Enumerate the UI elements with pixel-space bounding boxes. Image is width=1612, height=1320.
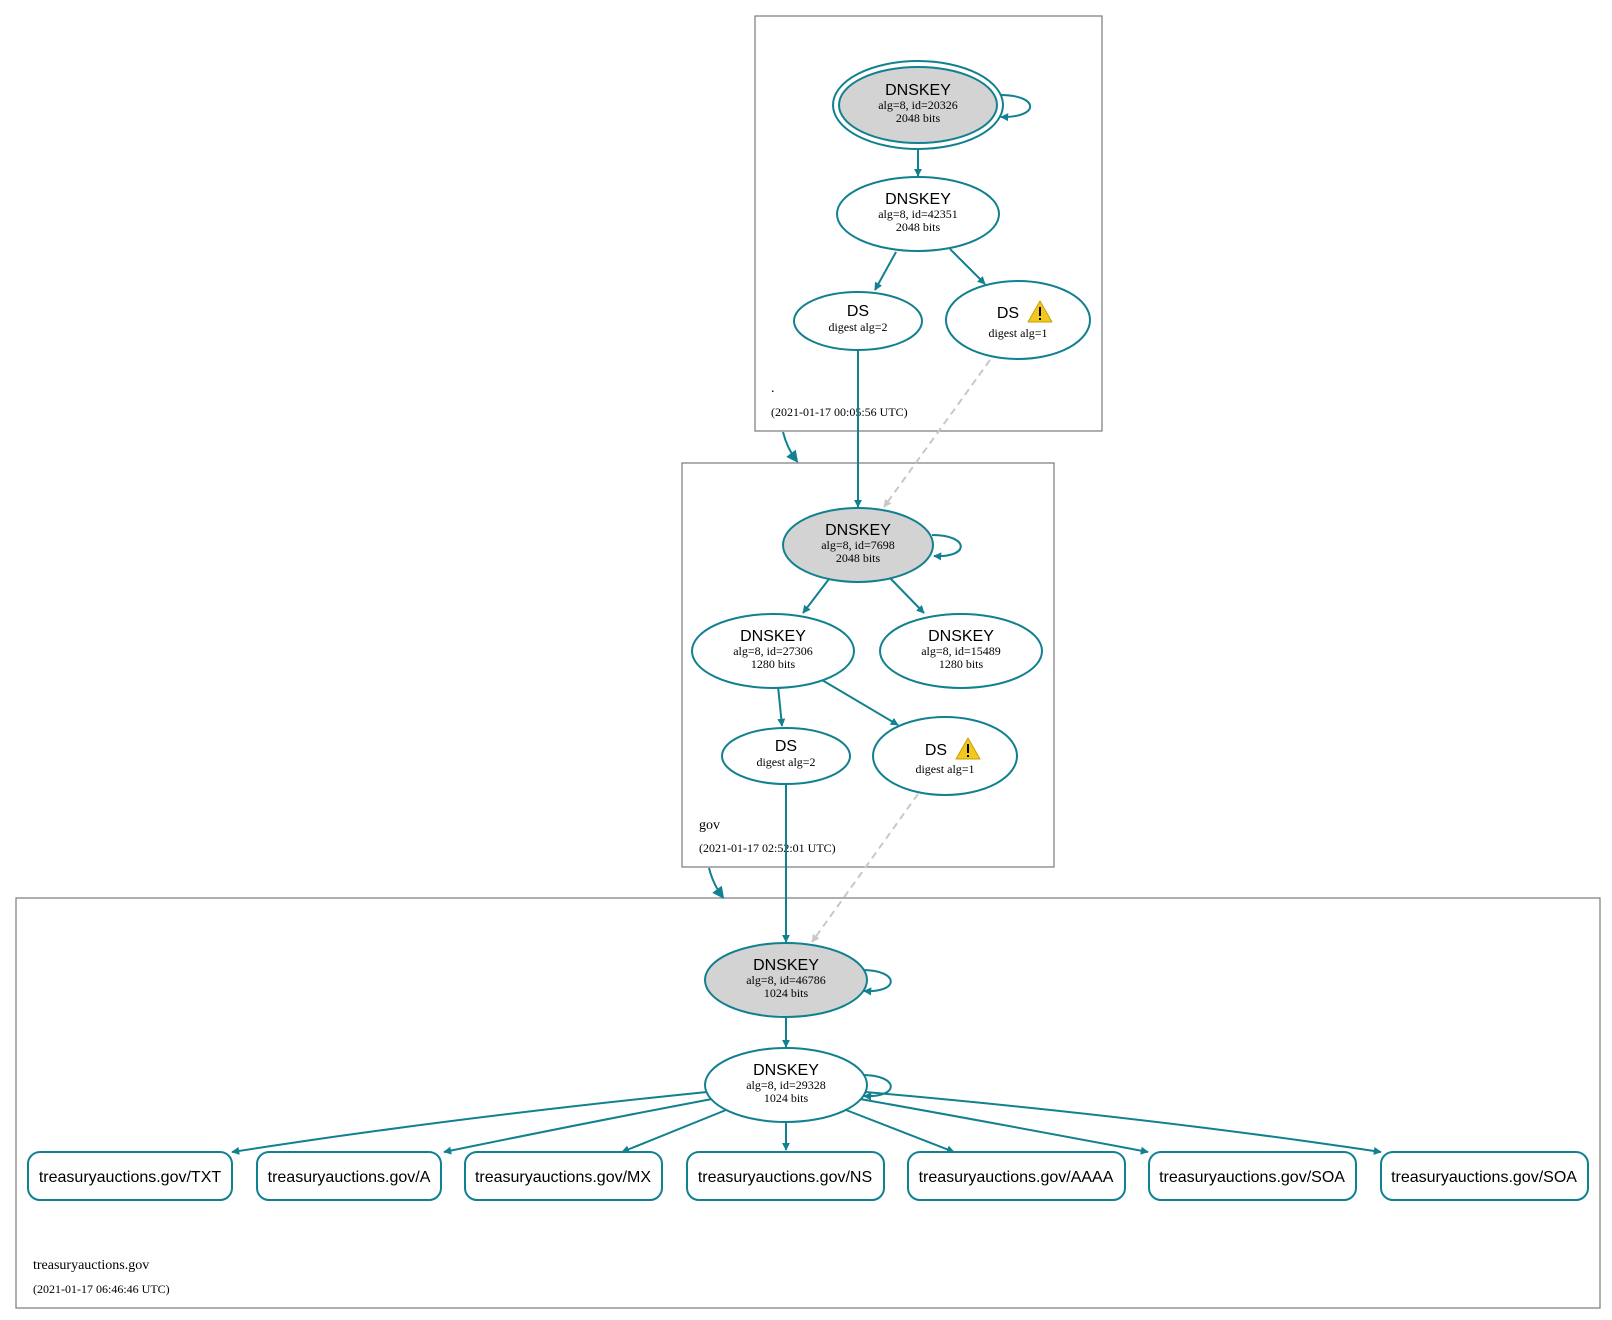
- dnskey-node-treasury-ksk[interactable]: DNSKEY alg=8, id=46786 1024 bits: [704, 942, 868, 1018]
- ds-node-gov-alg1[interactable]: DS digest alg=1: [872, 716, 1018, 796]
- node-key-id: alg=8, id=15489: [921, 644, 1001, 658]
- node-type-label: DNSKEY: [885, 82, 951, 99]
- rrset-node-ns[interactable]: treasuryauctions.gov/NS: [686, 1151, 885, 1201]
- node-key-size: 1024 bits: [764, 1091, 809, 1105]
- delegation-arrow-root-gov: [782, 431, 799, 463]
- node-type-label: DNSKEY: [825, 522, 891, 539]
- rrset-label: treasuryauctions.gov/SOA: [1159, 1169, 1345, 1186]
- ds-node-root-alg1[interactable]: DS digest alg=1: [945, 280, 1091, 360]
- edge-root-ksk-self: [999, 94, 1031, 122]
- node-type-label: DS: [847, 303, 869, 320]
- warning-icon: [1027, 300, 1053, 323]
- dnskey-node-root-zsk[interactable]: DNSKEY alg=8, id=42351 2048 bits: [836, 176, 1000, 252]
- node-type-label: DNSKEY: [740, 628, 806, 645]
- edge-root-zsk-ds2: [874, 251, 897, 291]
- node-key-size: 1280 bits: [751, 657, 796, 671]
- dnskey-node-gov-zsk-27306[interactable]: DNSKEY alg=8, id=27306 1280 bits: [691, 613, 855, 689]
- node-key-id: alg=8, id=20326: [878, 98, 958, 112]
- ds-node-gov-alg2[interactable]: DS digest alg=2: [721, 727, 851, 785]
- edge-tr-zsk-soa1: [859, 1098, 1149, 1155]
- rrset-label: treasuryauctions.gov/AAAA: [919, 1169, 1114, 1186]
- delegation-arrow-gov-treasury: [708, 867, 725, 899]
- zone-root-timestamp: (2021-01-17 00:05:56 UTC): [771, 405, 908, 419]
- node-type-label: DNSKEY: [928, 628, 994, 645]
- node-type-label: DS: [925, 742, 947, 759]
- dnskey-node-treasury-zsk[interactable]: DNSKEY alg=8, id=29328 1024 bits: [704, 1047, 868, 1123]
- node-key-size: 2048 bits: [896, 220, 941, 234]
- node-type-label: DNSKEY: [885, 191, 951, 208]
- rrset-node-txt[interactable]: treasuryauctions.gov/TXT: [27, 1151, 233, 1201]
- node-key-size: 2048 bits: [896, 111, 941, 125]
- node-digest-alg: digest alg=2: [828, 320, 887, 334]
- edge-tr-zsk-a: [443, 1098, 713, 1155]
- edge-gov-zsk1-ds2: [777, 685, 786, 727]
- rrset-node-soa-2[interactable]: treasuryauctions.gov/SOA: [1380, 1151, 1589, 1201]
- node-type-label: DNSKEY: [753, 957, 819, 974]
- rrset-label: treasuryauctions.gov/NS: [698, 1169, 872, 1186]
- edge-gov-ksk-zsk1: [802, 578, 830, 614]
- edge-tr-zsk-mx: [621, 1109, 727, 1154]
- zone-treasury-timestamp: (2021-01-17 06:46:46 UTC): [33, 1282, 170, 1296]
- rrset-label: treasuryauctions.gov/SOA: [1391, 1169, 1577, 1186]
- edge-tr-zsk-aaaa: [845, 1109, 955, 1154]
- edge-gov-ksk-zsk2: [889, 577, 925, 614]
- zone-gov-name: gov: [699, 818, 720, 833]
- node-key-id: alg=8, id=46786: [746, 973, 826, 987]
- node-key-size: 1280 bits: [939, 657, 984, 671]
- edge-gov-zsk1-ds1: [821, 679, 899, 726]
- rrset-node-soa-1[interactable]: treasuryauctions.gov/SOA: [1148, 1151, 1357, 1201]
- dnskey-node-gov-ksk[interactable]: DNSKEY alg=8, id=7698 2048 bits: [782, 507, 934, 583]
- node-key-id: alg=8, id=7698: [821, 538, 895, 552]
- dnskey-node-gov-zsk-15489[interactable]: DNSKEY alg=8, id=15489 1280 bits: [879, 613, 1043, 689]
- edge-tr-zsk-soa2: [864, 1091, 1382, 1155]
- rrset-node-a[interactable]: treasuryauctions.gov/A: [256, 1151, 442, 1201]
- dnskey-node-root-ksk[interactable]: DNSKEY alg=8, id=20326 2048 bits: [832, 60, 1004, 150]
- node-digest-alg: digest alg=1: [915, 762, 974, 776]
- rrset-node-mx[interactable]: treasuryauctions.gov/MX: [464, 1151, 663, 1201]
- rrset-label: treasuryauctions.gov/A: [268, 1169, 431, 1186]
- node-type-label: DS: [997, 305, 1019, 322]
- edge-tr-ksk-self: [861, 969, 892, 996]
- warning-icon: [955, 737, 981, 760]
- node-digest-alg: digest alg=1: [988, 326, 1047, 340]
- ds-node-root-alg2[interactable]: DS digest alg=2: [793, 291, 923, 351]
- edge-gov-ds1-tr-ksk: [811, 793, 919, 943]
- edge-tr-zsk-txt: [231, 1091, 708, 1155]
- zone-treasury-name: treasuryauctions.gov: [33, 1258, 149, 1273]
- edge-tr-zsk-self: [861, 1074, 892, 1101]
- node-digest-alg: digest alg=2: [756, 755, 815, 769]
- node-key-id: alg=8, id=27306: [733, 644, 813, 658]
- edge-root-ds1-gov-ksk: [883, 359, 991, 508]
- node-type-label: DS: [775, 738, 797, 755]
- rrset-label: treasuryauctions.gov/MX: [475, 1169, 651, 1186]
- rrset-label: treasuryauctions.gov/TXT: [39, 1169, 222, 1186]
- zone-root-name: .: [771, 381, 775, 396]
- node-key-size: 2048 bits: [836, 551, 881, 565]
- node-key-id: alg=8, id=29328: [746, 1078, 826, 1092]
- node-key-id: alg=8, id=42351: [878, 207, 958, 221]
- edge-root-zsk-ds1: [949, 248, 986, 285]
- node-type-label: DNSKEY: [753, 1062, 819, 1079]
- node-key-size: 1024 bits: [764, 986, 809, 1000]
- zone-gov-timestamp: (2021-01-17 02:52:01 UTC): [699, 841, 836, 855]
- edge-gov-ksk-self: [931, 534, 962, 561]
- rrset-node-aaaa[interactable]: treasuryauctions.gov/AAAA: [907, 1151, 1126, 1201]
